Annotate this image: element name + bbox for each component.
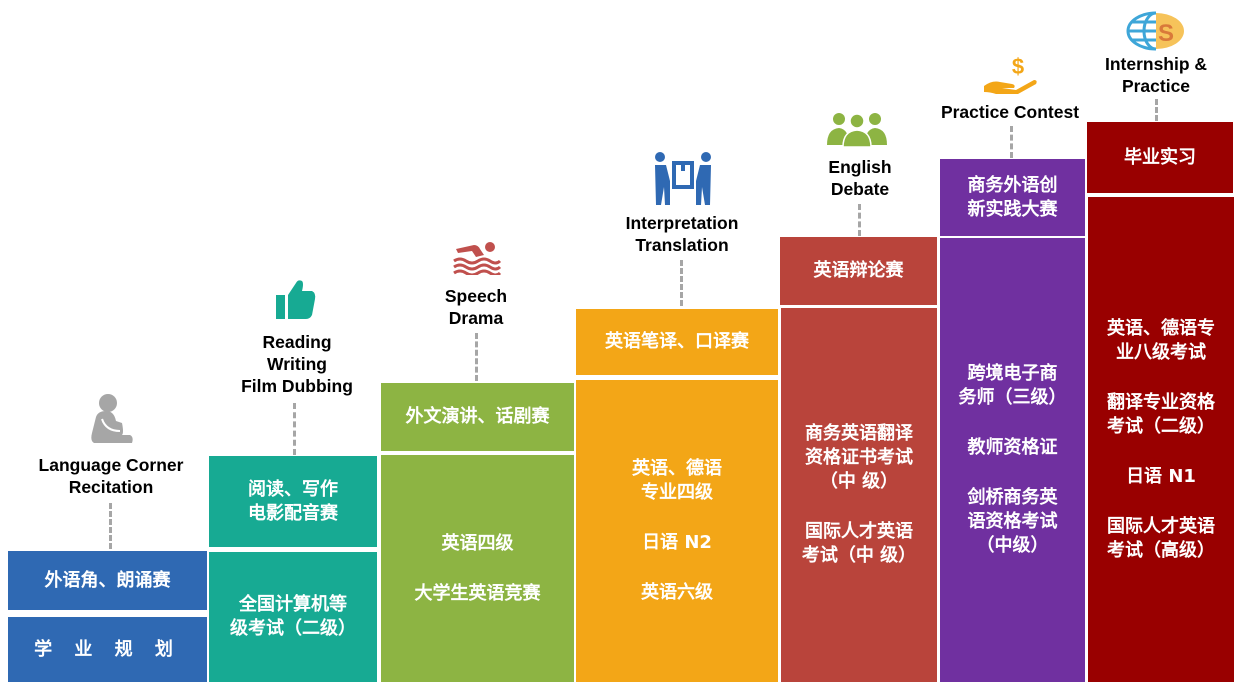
hand-dollar-icon: $: [984, 54, 1037, 94]
exam-box: 学 业 规 划: [8, 617, 207, 682]
exam-box: 商务英语翻译 资格证书考试 （中 级） 国际人才英语 考试（中 级）: [781, 308, 937, 682]
exam-box: 英语、德语 专业四级 日语 N2 英语六级: [576, 380, 778, 682]
exam-box: 跨境电子商 务师（三级） 教师资格证 剑桥商务英 语资格考试 （中级）: [940, 238, 1085, 682]
swimmer-icon: [453, 242, 502, 275]
activity-box: 英语辩论赛: [780, 237, 937, 305]
step-title: Language Corner Recitation: [38, 455, 184, 497]
sitting-person-icon: [91, 394, 133, 443]
activity-box: 外语角、朗诵赛: [8, 551, 207, 610]
connector-dash: [1010, 126, 1013, 158]
activity-box: 英语笔译、口译赛: [576, 309, 778, 375]
group-people-icon: [827, 113, 887, 147]
svg-text:S: S: [1158, 20, 1174, 47]
activity-box: 毕业实习: [1087, 122, 1233, 193]
thumbs-up-icon: [276, 280, 316, 319]
step-title: Interpretation Translation: [625, 213, 739, 255]
exam-box: 全国计算机等 级考试（二级）: [209, 552, 377, 682]
connector-dash: [475, 333, 478, 381]
activity-box: 外文演讲、话剧赛: [381, 383, 574, 451]
svg-text:$: $: [1012, 54, 1024, 79]
people-carrying-box-icon: [655, 152, 711, 205]
connector-dash: [293, 403, 296, 455]
globe-dollar-icon: S: [1126, 11, 1184, 51]
connector-dash: [109, 503, 112, 549]
exam-box: 英语、德语专 业八级考试 翻译专业资格 考试（二级） 日语 N1 国际人才英语 …: [1088, 197, 1234, 682]
connector-dash: [858, 204, 861, 236]
activity-box: 商务外语创 新实践大赛: [940, 159, 1085, 236]
step-title: Practice Contest: [940, 102, 1080, 122]
exam-box: 英语四级 大学生英语竞赛: [381, 455, 574, 682]
connector-dash: [680, 260, 683, 306]
step-title: Reading Writing Film Dubbing: [241, 332, 353, 396]
connector-dash: [1155, 99, 1158, 121]
step-title: Internship & Practice: [1104, 54, 1208, 96]
step-title: Speech Drama: [444, 286, 508, 328]
activity-box: 阅读、写作 电影配音赛: [209, 456, 377, 547]
step-title: English Debate: [828, 157, 892, 199]
